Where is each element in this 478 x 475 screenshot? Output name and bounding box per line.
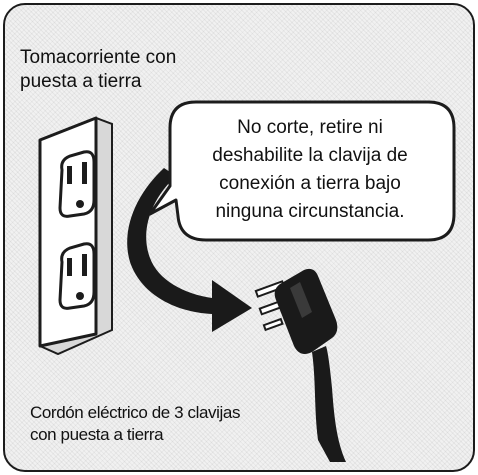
arrow-icon <box>127 168 252 332</box>
outlet-label-line-2: puesta a tierra <box>20 71 142 92</box>
warning-line-1: No corte, retire ni <box>237 117 383 138</box>
warning-line-2: deshabilite la clavija de <box>212 145 408 166</box>
receptacle-lower <box>58 242 96 310</box>
cord-label: Cordón eléctrico de 3 clavijas con puest… <box>30 402 240 446</box>
warning-text: No corte, retire ni deshabilite la clavi… <box>174 114 446 226</box>
plug-icon <box>254 268 346 462</box>
outlet-label-line-1: Tomacorriente con <box>20 47 177 68</box>
speech-bubble-icon <box>148 100 456 242</box>
cord-label-line-1: Cordón eléctrico de 3 clavijas <box>30 403 241 422</box>
warning-line-4: ninguna circunstancia. <box>215 201 405 222</box>
wall-outlet-icon <box>38 116 113 356</box>
receptacle-upper <box>58 150 96 218</box>
warning-line-3: conexión a tierra bajo <box>219 173 401 194</box>
outlet-label: Tomacorriente con puesta a tierra <box>20 46 176 94</box>
cord-label-line-2: con puesta a tierra <box>30 425 164 444</box>
